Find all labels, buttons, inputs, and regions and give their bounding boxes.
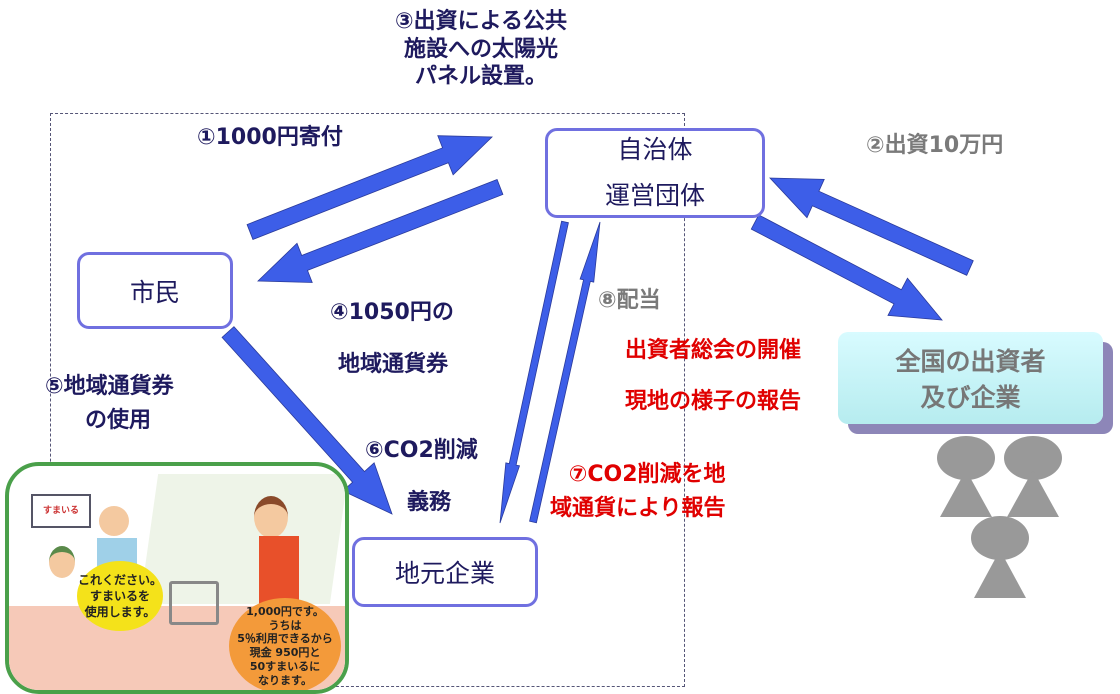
step4-line: 地域通貨券 (338, 352, 449, 377)
bubble-line: 5％利用できるから (237, 632, 333, 646)
bubble-line: 1,000円です。 (246, 604, 324, 618)
step8-label: ⑧配当 (598, 288, 661, 313)
step2-label: ②出資10万円 (866, 133, 1004, 158)
step1-label: ①1000円寄付 (197, 125, 343, 150)
scope-boundary (50, 113, 685, 687)
node-line: 及び企業 (920, 383, 1021, 412)
bubble-line: なります。 (258, 673, 312, 687)
node-line: 自治体 (617, 135, 693, 164)
step7-line: ⑦CO2削減を地 (568, 462, 726, 487)
step4-line: ④1050円の (330, 300, 454, 325)
clerk-speech-bubble: 1,000円です。 うちは 5％利用できるから 現金 950円と 50すまいるに… (229, 598, 341, 690)
investor-people-icons (937, 436, 1062, 598)
clerk-head-icon (254, 496, 288, 538)
step7-line: 域通貨により報告 (550, 496, 726, 521)
step6-label: ⑥CO2削減 義務 (365, 425, 478, 529)
step5-label: ⑤地域通貨券 の使用 (45, 370, 174, 438)
step5-line: の使用 (85, 408, 152, 433)
step3-note: ③出資による公共 施設への太陽光 パネル設置。 (395, 8, 567, 91)
node-line: 運営団体 (604, 181, 705, 210)
arrow-currency-voucher (257, 179, 504, 283)
bubble-line: 50すまいるに (249, 659, 321, 673)
municipality-node: 自治体 運営団体 (545, 128, 765, 218)
bubble-line: これください。 (77, 572, 162, 587)
local-business-node: 地元企業 (352, 537, 538, 607)
step7-label: ⑦CO2削減を地 域通貨により報告 (550, 458, 726, 526)
bubble-line: すまいるを (89, 588, 150, 603)
step4-label: ④1050円の 地域通貨券 (330, 287, 454, 391)
arrow-investment (769, 177, 974, 276)
arrow-co2-report (529, 221, 601, 524)
arrow-to-investors (750, 214, 943, 321)
bubble-line: うちは (268, 618, 302, 632)
basket-icon (169, 581, 219, 625)
arrow-voucher-use (221, 326, 393, 515)
bubble-line: 現金 950円と (249, 646, 321, 659)
investors-node: 全国の出資者 及び企業 (838, 332, 1103, 424)
currency-sign: すまいる (31, 494, 91, 528)
step5-line: ⑤地域通貨券 (45, 374, 174, 399)
customer-speech-bubble: これください。 すまいるを 使用します。 (77, 561, 163, 631)
arrow-co2-obligation (499, 220, 569, 524)
citizens-node: 市民 (77, 252, 233, 329)
node-line: 全国の出資者 (895, 347, 1046, 376)
step6-line: 義務 (407, 490, 452, 515)
arrow-donation (246, 135, 493, 240)
report-label: 現地の様子の報告 (625, 389, 802, 414)
note-line: ③出資による公共 (395, 9, 567, 34)
bubble-line: 使用します。 (84, 605, 156, 620)
note-line: 施設への太陽光 (403, 36, 558, 62)
note-line: パネル設置。 (414, 64, 547, 89)
customer-head-icon (99, 506, 129, 536)
shopping-illustration: すまいる これください。 すまいるを 使用します。 1,000円です。 うちは … (5, 462, 349, 694)
step6-line: ⑥CO2削減 (365, 438, 478, 463)
meeting-label: 出資者総会の開催 (625, 338, 802, 363)
child-icon (49, 546, 75, 578)
